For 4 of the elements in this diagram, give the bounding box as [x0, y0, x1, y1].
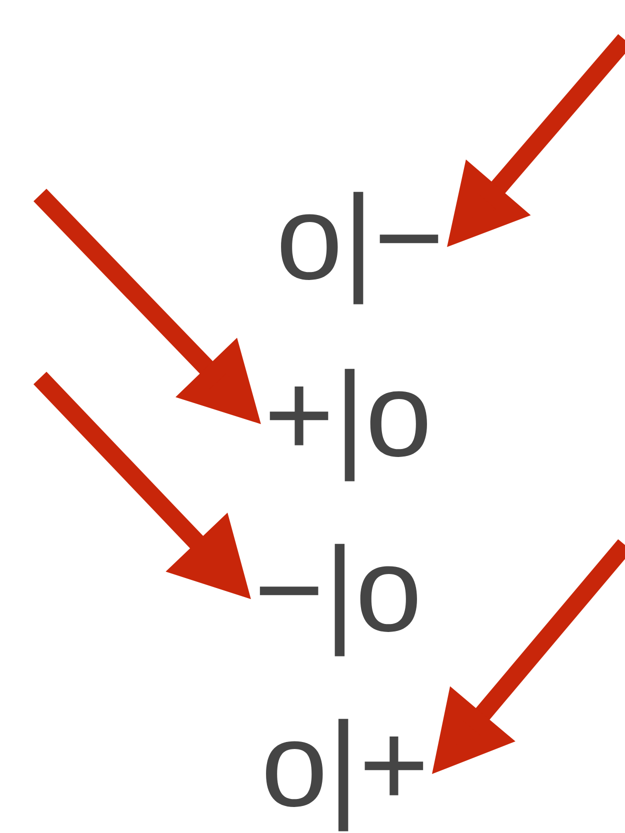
symbol-label: +|o	[270, 368, 427, 482]
symbol-label: −|o	[260, 544, 417, 656]
symbol-label: o|+	[266, 718, 424, 832]
symbol-label: o|−	[281, 192, 438, 304]
